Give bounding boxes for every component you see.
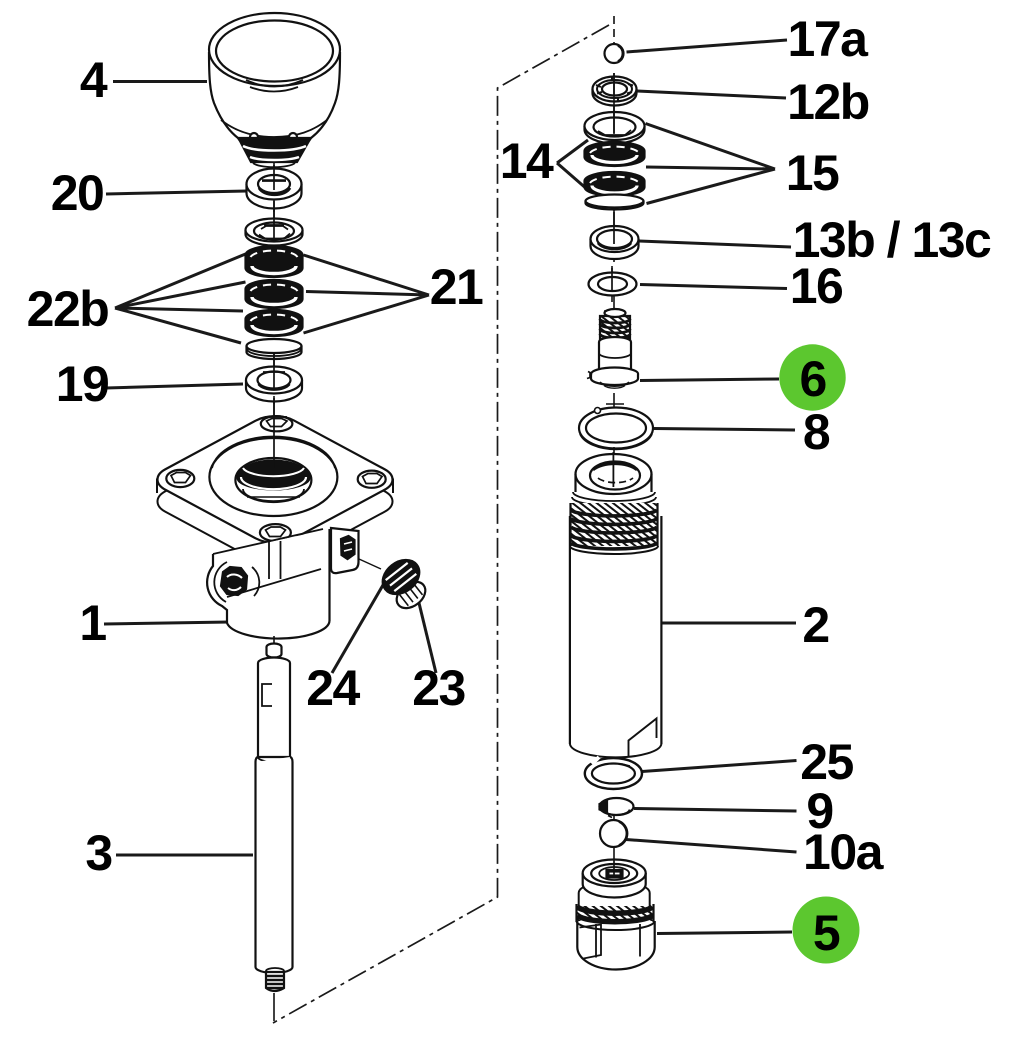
- svg-text:6: 6: [799, 351, 825, 407]
- svg-text:20: 20: [51, 165, 104, 221]
- svg-text:24: 24: [306, 660, 360, 716]
- svg-text:15: 15: [786, 145, 839, 201]
- svg-text:8: 8: [803, 404, 830, 460]
- svg-text:17a: 17a: [788, 11, 870, 67]
- svg-text:21: 21: [430, 259, 483, 315]
- svg-text:19: 19: [56, 356, 109, 412]
- svg-text:4: 4: [80, 52, 108, 108]
- svg-text:9: 9: [806, 783, 832, 839]
- svg-text:5: 5: [813, 905, 840, 961]
- svg-text:16: 16: [790, 258, 843, 314]
- svg-text:2: 2: [802, 597, 828, 653]
- svg-text:22b: 22b: [27, 281, 109, 337]
- svg-text:23: 23: [412, 660, 465, 716]
- svg-text:12b: 12b: [787, 74, 869, 130]
- svg-text:3: 3: [85, 825, 111, 881]
- svg-text:25: 25: [800, 734, 853, 790]
- svg-text:13b / 13c: 13b / 13c: [793, 212, 991, 268]
- svg-text:10a: 10a: [803, 824, 885, 880]
- svg-text:14: 14: [500, 133, 554, 189]
- svg-text:1: 1: [79, 595, 106, 651]
